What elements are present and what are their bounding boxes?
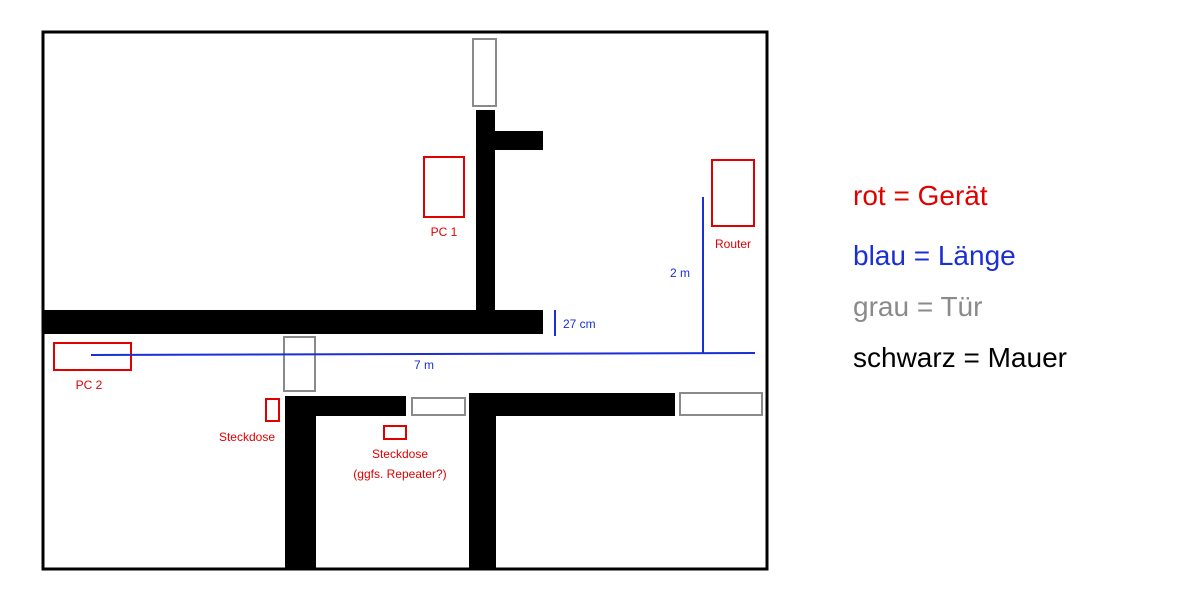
outer-wall (41, 30, 769, 571)
wall-vertical-upper (476, 110, 495, 322)
wall-horizontal-upper (43, 310, 543, 334)
door-corridor-left (283, 336, 316, 392)
pc2-box (53, 342, 132, 371)
pc2-label: PC 2 (76, 378, 103, 392)
steckdose2-label-line2: (ggfs. Repeater?) (353, 467, 446, 481)
steckdose2-label-line1: Steckdose (372, 447, 428, 461)
wall-lower-left-vertical (285, 396, 316, 568)
steckdose1-box (265, 398, 280, 422)
length-line-7m (90, 352, 756, 356)
wall-lower-right-horizontal (469, 393, 675, 416)
steckdose1-label: Steckdose (219, 430, 275, 444)
pc1-box (423, 156, 465, 218)
router-box (711, 159, 755, 227)
pc1-label: PC 1 (431, 225, 458, 239)
legend-black: schwarz = Mauer (853, 342, 1067, 373)
steckdose2-box (383, 425, 407, 440)
wall-stub-upper (495, 131, 543, 150)
legend-red: rot = Gerät (853, 180, 988, 211)
length-label-2m: 2 m (670, 266, 690, 280)
length-label-27cm: 27 cm (563, 317, 596, 331)
wall-lower-right-vertical (469, 393, 496, 568)
door-top (472, 38, 497, 107)
length-label-7m: 7 m (414, 358, 434, 372)
door-corridor-middle (411, 397, 466, 416)
legend-grey: grau = Tür (853, 291, 983, 322)
router-label: Router (715, 237, 751, 251)
legend-blue: blau = Länge (853, 240, 1016, 271)
door-corridor-right (679, 392, 763, 416)
